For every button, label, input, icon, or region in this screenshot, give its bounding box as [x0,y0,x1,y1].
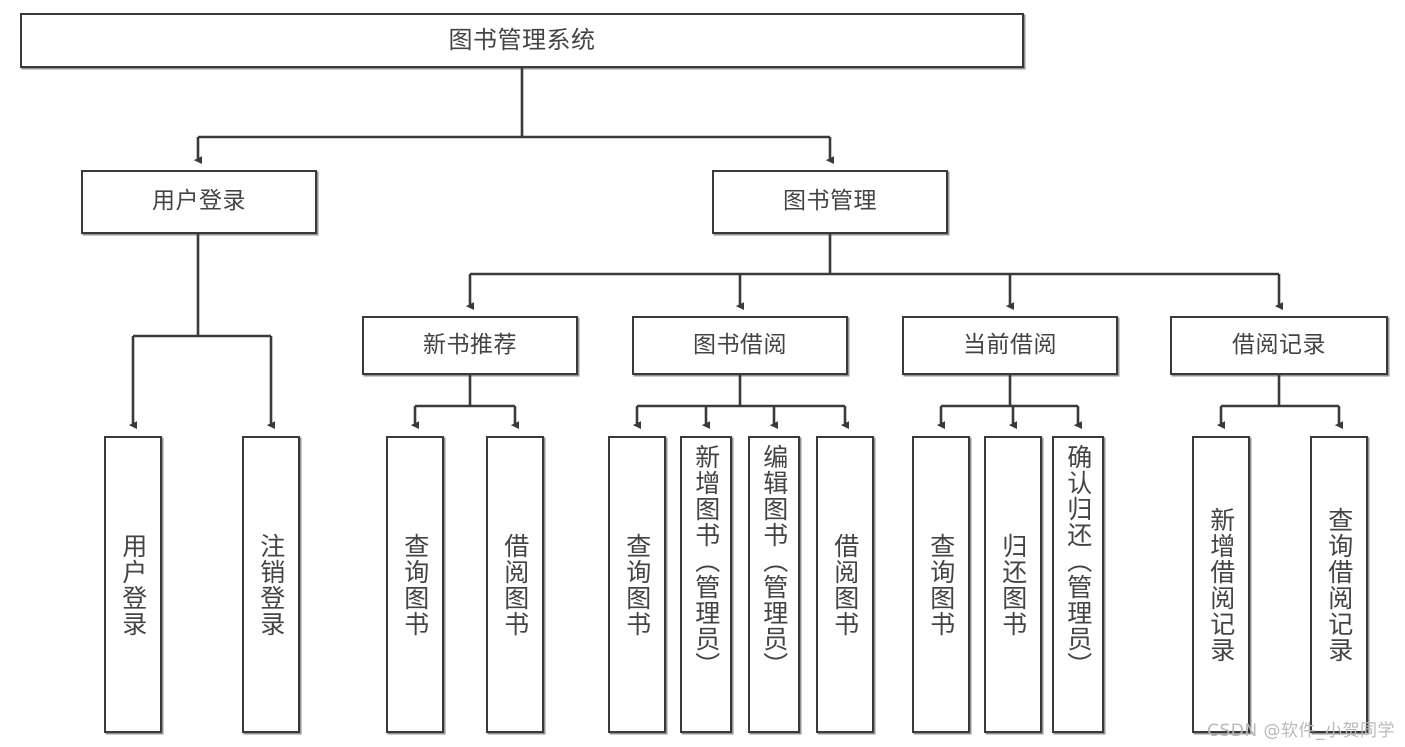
node-book-management[interactable]: 图书管理 [712,170,948,234]
node-current-borrow[interactable]: 当前借阅 [902,316,1118,375]
node-label: 注销登录 [256,532,286,637]
csdn-watermark: CSDN @软件_小贺同学 [1207,721,1395,741]
node-label: 用户登录 [118,532,148,637]
node-label: 查询图书 [400,532,430,637]
node-leaf-return-book[interactable]: 归还图书 [984,436,1042,733]
node-label: 编辑图书（管理员） [759,444,789,678]
node-new-book-recommend[interactable]: 新书推荐 [362,316,578,375]
node-leaf-query-book-recommend[interactable]: 查询图书 [386,436,444,733]
node-leaf-logout-login[interactable]: 注销登录 [242,436,300,733]
node-leaf-query-book-borrow[interactable]: 查询图书 [608,436,666,733]
node-leaf-query-borrow-record[interactable]: 查询借阅记录 [1310,436,1368,733]
node-label: 图书管理系统 [448,26,596,55]
node-label: 查询借阅记录 [1324,506,1354,663]
node-label: 图书管理 [783,188,877,215]
node-label: 用户登录 [152,188,246,215]
node-book-borrow[interactable]: 图书借阅 [632,316,848,375]
node-root-system[interactable]: 图书管理系统 [20,13,1024,68]
node-label: 新增借阅记录 [1206,506,1236,663]
node-label: 查询图书 [926,532,956,637]
node-label: 借阅图书 [500,532,530,637]
node-leaf-user-login[interactable]: 用户登录 [104,436,162,733]
node-leaf-borrow-book-borrow[interactable]: 借阅图书 [816,436,874,733]
node-label: 确认归还（管理员） [1063,444,1093,678]
node-leaf-borrow-book-recommend[interactable]: 借阅图书 [486,436,544,733]
node-leaf-edit-book-admin[interactable]: 编辑图书（管理员） [748,436,800,733]
node-label: 新书推荐 [423,331,517,358]
node-label: 借阅图书 [830,532,860,637]
node-leaf-add-book-admin[interactable]: 新增图书（管理员） [680,436,732,733]
node-label: 图书借阅 [693,331,787,358]
node-label: 借阅记录 [1232,331,1326,358]
node-leaf-query-book-current[interactable]: 查询图书 [912,436,970,733]
node-borrow-record[interactable]: 借阅记录 [1170,316,1388,375]
node-label: 新增图书（管理员） [691,444,721,678]
node-label: 当前借阅 [963,331,1057,358]
node-leaf-add-borrow-record[interactable]: 新增借阅记录 [1192,436,1250,733]
node-label: 归还图书 [998,532,1028,637]
node-user-login[interactable]: 用户登录 [81,170,317,234]
node-label: 查询图书 [622,532,652,637]
node-leaf-confirm-return-admin[interactable]: 确认归还（管理员） [1052,436,1104,733]
